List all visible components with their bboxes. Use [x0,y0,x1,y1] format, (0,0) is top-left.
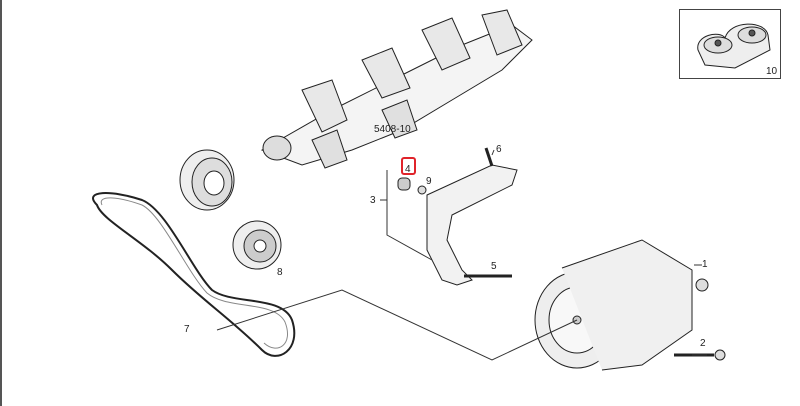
callout-9[interactable]: 9 [426,176,432,187]
crankshaft-drawing [260,9,533,169]
idler-pulley-drawing [232,220,282,270]
callout-6[interactable]: 6 [496,144,502,155]
callout-8[interactable]: 8 [277,267,283,278]
callout-1[interactable]: 1 [702,259,708,270]
callout-crankshaft-5408-10[interactable]: 5408-10 [374,124,411,135]
compressor-drawing [534,239,726,371]
leader-lines [216,149,707,361]
callout-5[interactable]: 5 [491,261,497,272]
bracket-drawing [397,147,518,286]
callout-3[interactable]: 3 [370,195,376,206]
inset-part-10[interactable]: 10 [679,9,781,79]
mount-pad-drawing [697,23,771,69]
callout-10[interactable]: 10 [766,66,778,77]
highlight-box [401,157,416,175]
callout-4[interactable]: 4 [405,164,411,175]
callout-7[interactable]: 7 [184,324,190,335]
callout-2[interactable]: 2 [700,338,706,349]
crank-pulley-drawing [179,149,235,211]
belt-drawing [92,192,296,357]
